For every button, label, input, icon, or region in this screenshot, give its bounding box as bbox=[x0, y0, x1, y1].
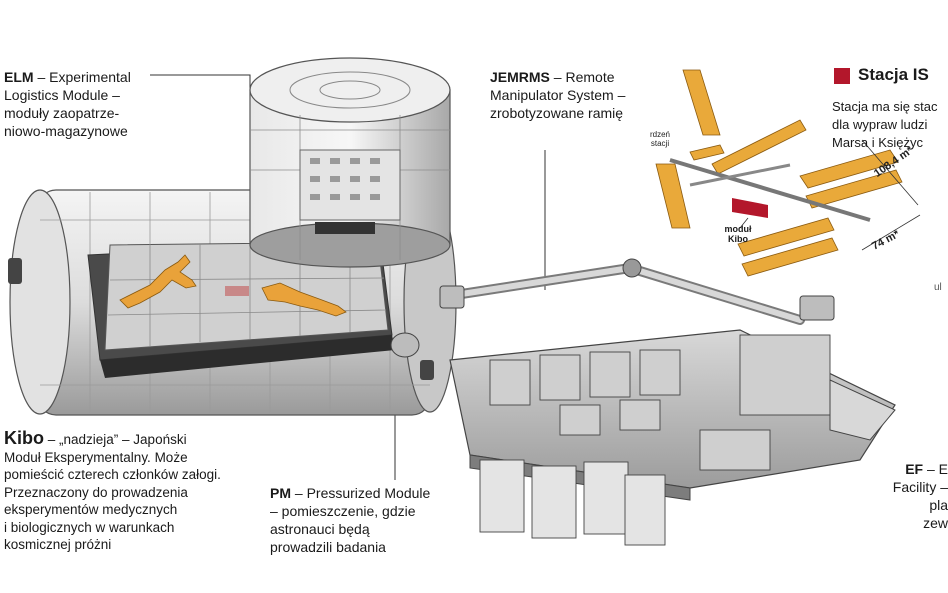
elm-label: ELM – Experimental Logistics Module – mo… bbox=[4, 69, 131, 139]
kibo-label: Kibo – „nadzieja” – Japoński Moduł Ekspe… bbox=[4, 428, 221, 552]
accent-marker bbox=[834, 68, 850, 84]
robotic-arm bbox=[439, 258, 835, 325]
station-core-label: rdzeń stacji bbox=[649, 130, 670, 148]
elm-module bbox=[249, 57, 451, 268]
iss-inset-drawing bbox=[655, 68, 921, 277]
exposed-facility bbox=[449, 329, 896, 546]
pm-label: PM – Pressurized Module – pomieszczenie,… bbox=[270, 485, 431, 555]
kibo-highlight bbox=[732, 198, 768, 218]
edge-text-fragment: ul bbox=[934, 282, 942, 293]
solar-panels bbox=[655, 69, 903, 277]
kibo-module-label: moduł Kibo bbox=[724, 224, 752, 244]
iss-inset-description: Stacja ma się stac dla wypraw ludzi Mars… bbox=[832, 99, 938, 150]
ef-label: EF – E Facility – pla zew bbox=[892, 461, 948, 531]
jemrms-label: JEMRMS – Remote Manipulator System – zro… bbox=[490, 69, 626, 121]
iss-inset-title: Stacja IS bbox=[858, 66, 929, 84]
pressurized-module bbox=[8, 189, 457, 416]
astronaut-figure bbox=[119, 254, 347, 317]
